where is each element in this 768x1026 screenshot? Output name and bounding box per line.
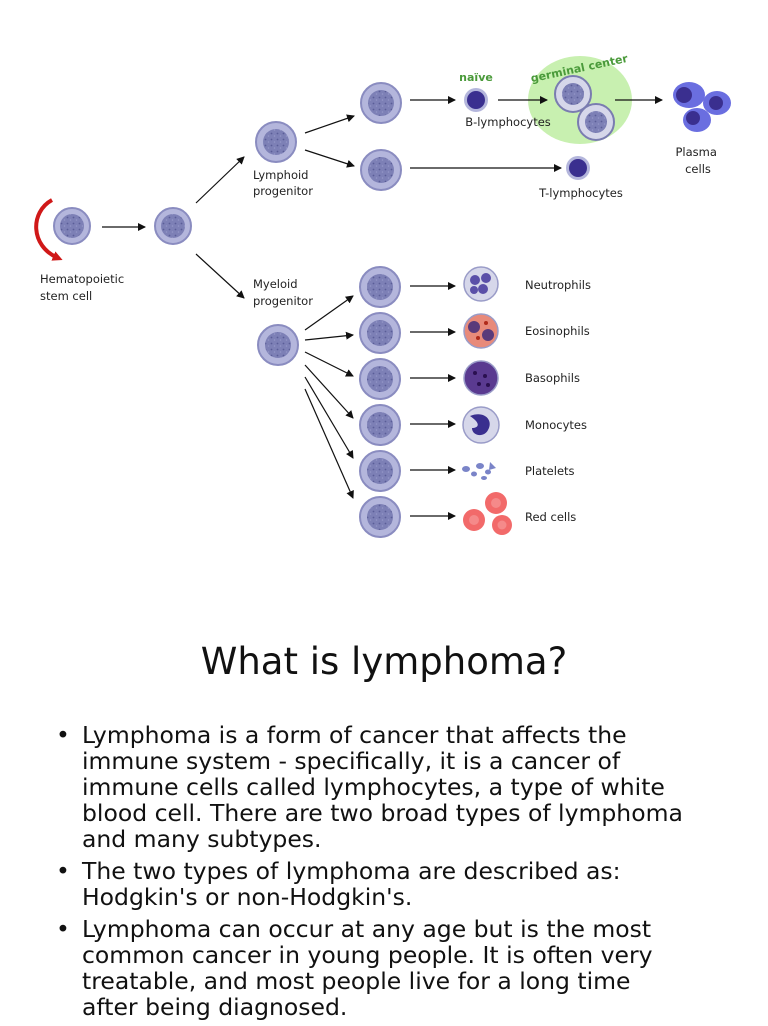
b-precursor-cell (360, 82, 402, 124)
arrow (195, 156, 245, 204)
myeloid-precursor-cell (359, 450, 401, 492)
red-cells-label: Red cells (525, 510, 576, 524)
lymphoid-label-line: progenitor (253, 184, 313, 198)
bullet-line: Lymphoma is a form of cancer that affect… (82, 721, 627, 749)
arrow (304, 351, 354, 377)
stem-cell-label: Hematopoietic stem cell (40, 272, 128, 303)
hematopoietic-stem-cell (53, 207, 91, 245)
monocyte-cell (462, 406, 500, 444)
arrow (304, 364, 354, 419)
stem-cells (53, 82, 402, 538)
bullet-item: • The two types of lymphoma are describe… (50, 858, 730, 910)
plasma-cells-label-line: cells (685, 162, 711, 176)
hematopoiesis-diagram: germinal center (34, 52, 731, 538)
arrow (304, 114, 355, 134)
bullet-dot-icon: • (56, 915, 70, 943)
arrow (304, 331, 354, 341)
plasma-cells-label-line: Plasma (675, 145, 716, 159)
arrows (102, 96, 663, 520)
lymphoid-label: Lymphoid progenitor (253, 168, 313, 198)
b-lymphocytes-label: B-lymphocytes (465, 115, 551, 129)
myeloid-label-line: progenitor (253, 294, 313, 308)
bullet-item: • Lymphoma is a form of cancer that affe… (50, 722, 730, 852)
myeloid-progenitor-cell (257, 324, 299, 366)
plasma-cells (673, 82, 731, 132)
plasma-cells-label: Plasma cells (675, 145, 720, 176)
myeloid-label-line: Myeloid (253, 277, 298, 291)
arrow (304, 376, 354, 459)
monocytes-label: Monocytes (525, 418, 587, 432)
stem-cell-label-line: stem cell (40, 289, 92, 303)
arrow (304, 388, 354, 499)
stem-cell-label-line: Hematopoietic (40, 272, 124, 286)
bullet-line: immune cells called lymphocytes, a type … (82, 773, 665, 801)
bullet-line: common cancer in young people. It is oft… (82, 941, 653, 969)
arrow (304, 295, 354, 331)
red-cells (463, 492, 512, 535)
t-lymphocyte-cell (566, 156, 590, 180)
germinal-center-cells (554, 75, 615, 141)
bullet-dot-icon: • (56, 857, 70, 885)
bullet-line: blood cell. There are two broad types of… (82, 799, 683, 827)
bullet-line: Lymphoma can occur at any age but is the… (82, 915, 652, 943)
myeloid-label: Myeloid progenitor (253, 277, 313, 308)
bullet-line: treatable, and most people live for a lo… (82, 967, 631, 995)
myeloid-precursor-cell (359, 358, 401, 400)
bullet-item: • Lymphoma can occur at any age but is t… (50, 916, 730, 1020)
lymphoid-label-line: Lymphoid (253, 168, 308, 182)
neutrophils-label: Neutrophils (525, 278, 591, 292)
arrow (304, 149, 355, 168)
platelets (462, 462, 496, 480)
myeloid-precursor-cell (359, 496, 401, 538)
neutrophil-cell (463, 266, 499, 302)
myeloid-precursor-cell (359, 266, 401, 308)
t-lymphocytes-label: T-lymphocytes (538, 186, 623, 200)
bullet-line: Hodgkin's or non-Hodgkin's. (82, 883, 413, 911)
t-precursor-cell (360, 149, 402, 191)
arrow (195, 253, 245, 299)
bullet-list: • Lymphoma is a form of cancer that affe… (50, 722, 730, 1026)
myeloid-precursor-cell (359, 312, 401, 354)
myeloid-precursor-cell (359, 404, 401, 446)
lymphoid-progenitor-cell (255, 121, 297, 163)
eosinophils-label: Eosinophils (525, 324, 590, 338)
basophil-cell (463, 360, 499, 396)
bullet-line: and many subtypes. (82, 825, 322, 853)
naive-b-cell (464, 88, 488, 112)
eosinophil-cell (463, 313, 499, 349)
bullet-line: immune system - specifically, it is a ca… (82, 747, 621, 775)
slide-title: What is lymphoma? (200, 640, 568, 683)
diagram-labels: Hematopoietic stem cell Lymphoid progeni… (40, 71, 720, 524)
bullet-line: after being diagnosed. (82, 993, 348, 1021)
naive-label: naïve (459, 71, 493, 84)
bullet-dot-icon: • (56, 721, 70, 749)
bullet-line: The two types of lymphoma are described … (82, 857, 621, 885)
progenitor-cell (154, 207, 192, 245)
self-renewal-arrow (34, 198, 63, 261)
platelets-label: Platelets (525, 464, 575, 478)
basophils-label: Basophils (525, 371, 580, 385)
